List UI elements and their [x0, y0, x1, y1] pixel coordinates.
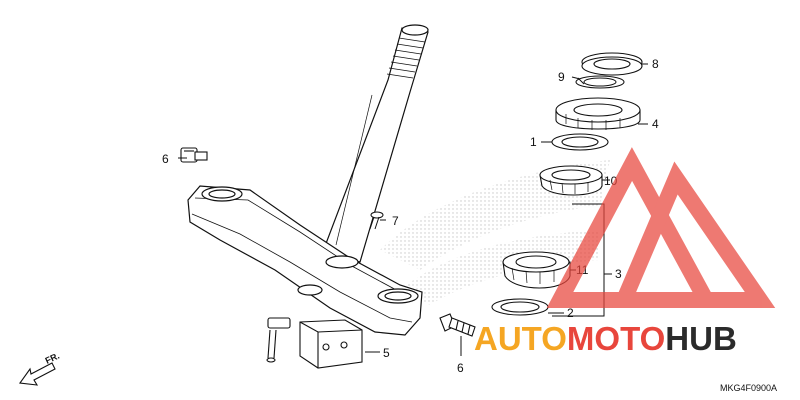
callout-1: 1	[530, 135, 537, 149]
watermark-auto: AUTO	[474, 320, 567, 357]
callout-3: 3	[615, 267, 622, 281]
lock-washer-9	[575, 75, 625, 89]
dust-seal-2	[491, 298, 549, 316]
front-label: FR.	[44, 351, 61, 366]
bolt-6-left	[180, 147, 208, 163]
leader-lines	[178, 63, 648, 356]
watermark-hub: HUB	[665, 320, 737, 357]
lower-bearing-11	[502, 251, 571, 289]
bottom-bridge	[187, 185, 423, 336]
callout-bracket-3	[552, 203, 612, 317]
steering-stem-tube	[321, 24, 429, 263]
watermark-logo: AUTOMOTOHUB	[474, 147, 776, 357]
diagram-code: MKG4F0900A	[720, 383, 777, 393]
screw-7	[369, 211, 384, 230]
bolt-6-right	[439, 313, 476, 337]
adjusting-nut-4	[555, 97, 641, 130]
watermark-triangle	[546, 147, 776, 308]
callout-7: 7	[392, 214, 399, 228]
front-arrow: FR.	[19, 351, 61, 386]
callout-2: 2	[567, 306, 574, 320]
callout-8: 8	[652, 57, 659, 71]
watermark-text: AUTOMOTOHUB	[474, 320, 737, 357]
watermark-moto: MOTO	[567, 320, 665, 357]
callout-6-left: 6	[162, 152, 169, 166]
upper-bearing-10	[539, 165, 603, 196]
callout-4: 4	[652, 117, 659, 131]
dust-seal-1	[551, 133, 609, 151]
callout-5: 5	[383, 346, 390, 360]
callout-9: 9	[558, 70, 565, 84]
callout-6-right: 6	[457, 361, 464, 375]
ignition-switch-bracket	[266, 317, 363, 369]
lock-nut-8	[581, 52, 643, 76]
